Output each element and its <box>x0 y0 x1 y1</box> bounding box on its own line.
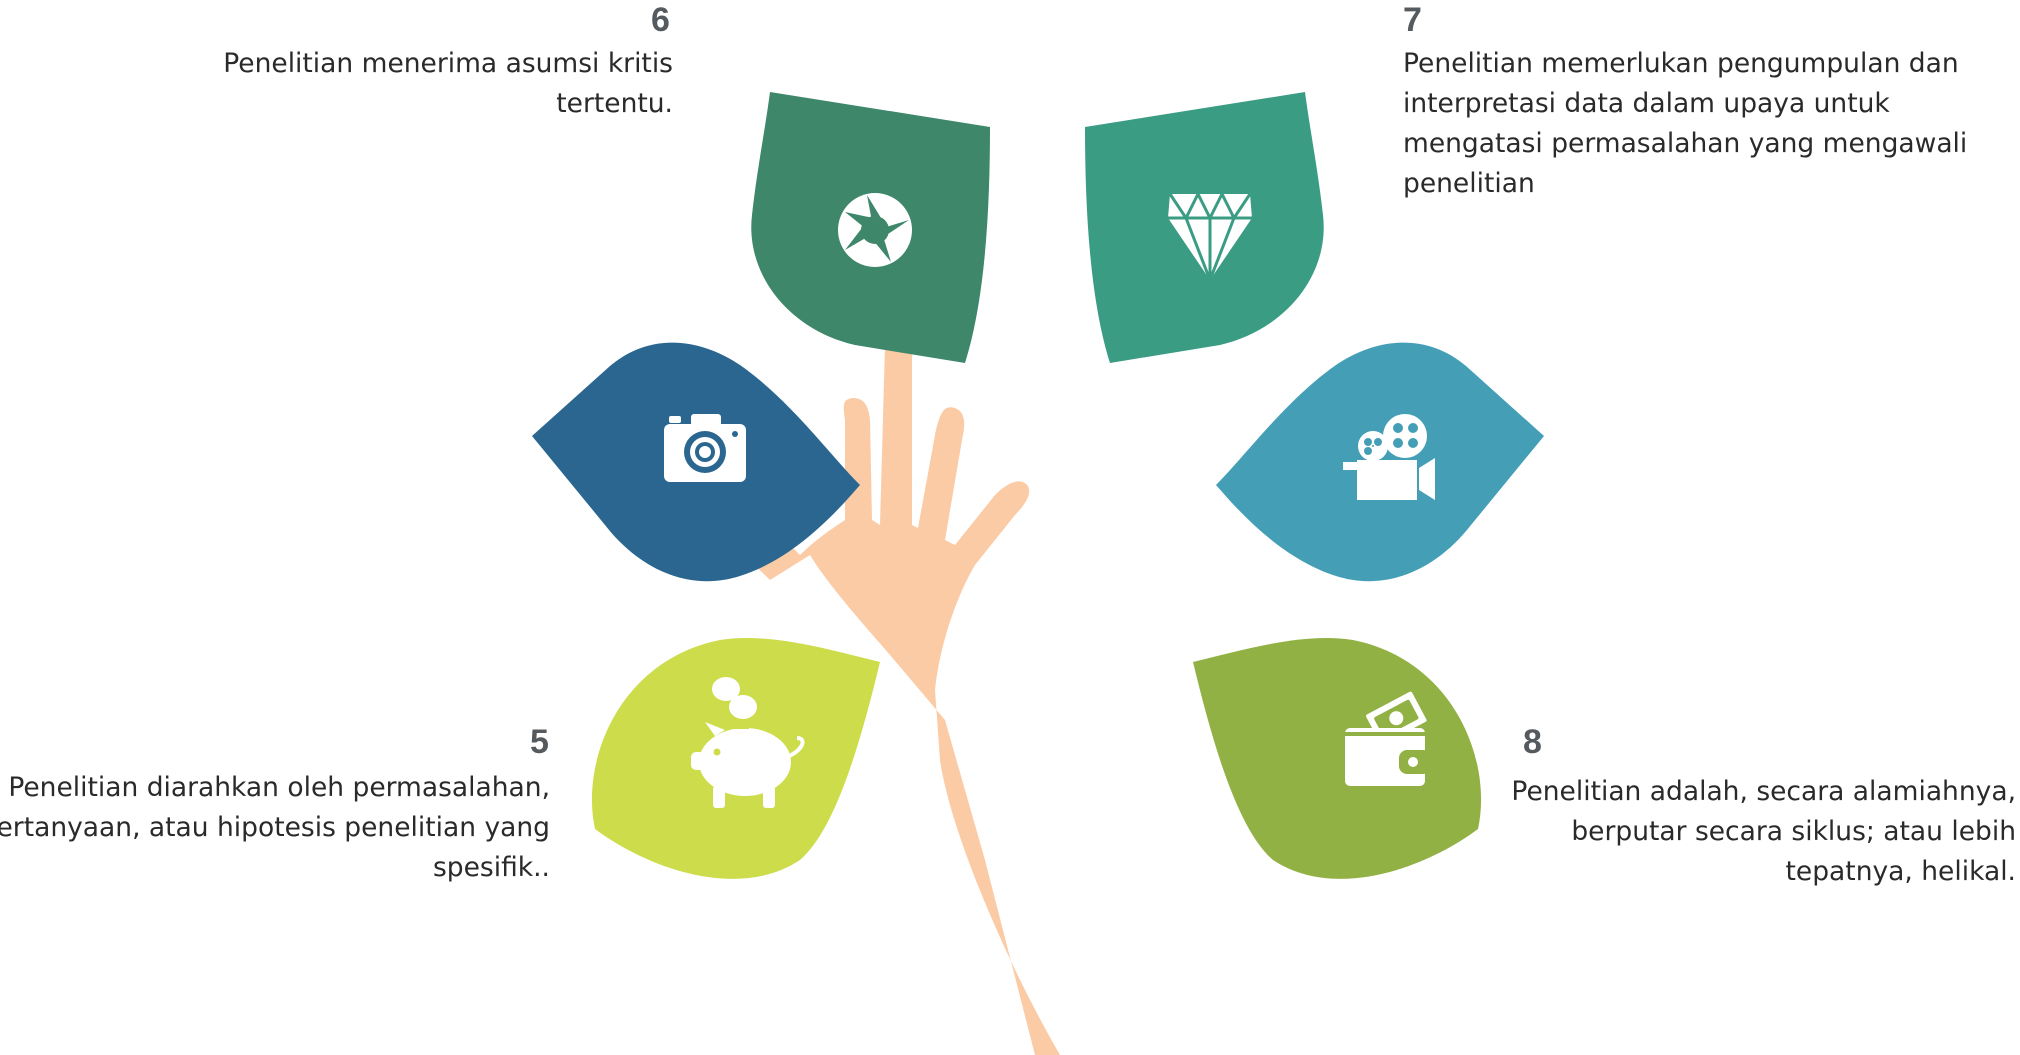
text-line: interpretasi data dalam upaya untuk <box>1403 88 1890 119</box>
text-line: penelitian <box>1403 168 1535 199</box>
text-line: tepatnya, helikal. <box>1785 856 2016 887</box>
step-description-5: Penelitian diarahkan oleh permasalahan, … <box>0 768 550 888</box>
step-number-8: 8 <box>1523 723 1542 761</box>
wallet-icon <box>1345 691 1431 786</box>
text-line: tertentu. <box>556 88 673 119</box>
text-line: Penelitian adalah, secara alamiahnya, <box>1511 776 2016 807</box>
text-line: Penelitian menerima asumsi kritis <box>223 48 673 79</box>
text-line: spesifik.. <box>433 852 550 883</box>
diamond-icon <box>1168 190 1252 285</box>
hand-illustration <box>656 328 1060 1055</box>
text-line: Penelitian diarahkan oleh permasalahan, <box>8 772 550 803</box>
step-description-7: Penelitian memerlukan pengumpulan dan in… <box>1403 44 1967 204</box>
step-number-6: 6 <box>651 1 670 39</box>
text-line: Penelitian memerlukan pengumpulan dan <box>1403 48 1959 79</box>
step-description-8: Penelitian adalah, secara alamiahnya, be… <box>1511 772 2016 892</box>
text-line: mengatasi permasalahan yang mengawali <box>1403 128 1968 159</box>
step-description-6: Penelitian menerima asumsi kritis terten… <box>223 44 673 124</box>
camera-icon <box>664 414 746 482</box>
aperture-icon <box>838 193 912 267</box>
piggy-bank-icon <box>691 677 805 808</box>
film-camera-icon <box>1343 414 1435 500</box>
step-number-7: 7 <box>1403 1 1422 39</box>
text-line: pertanyaan, atau hipotesis penelitian ya… <box>0 812 550 843</box>
text-line: berputar secara siklus; atau lebih <box>1571 816 2016 847</box>
step-number-5: 5 <box>530 723 549 761</box>
petal-8 <box>1193 638 1482 879</box>
